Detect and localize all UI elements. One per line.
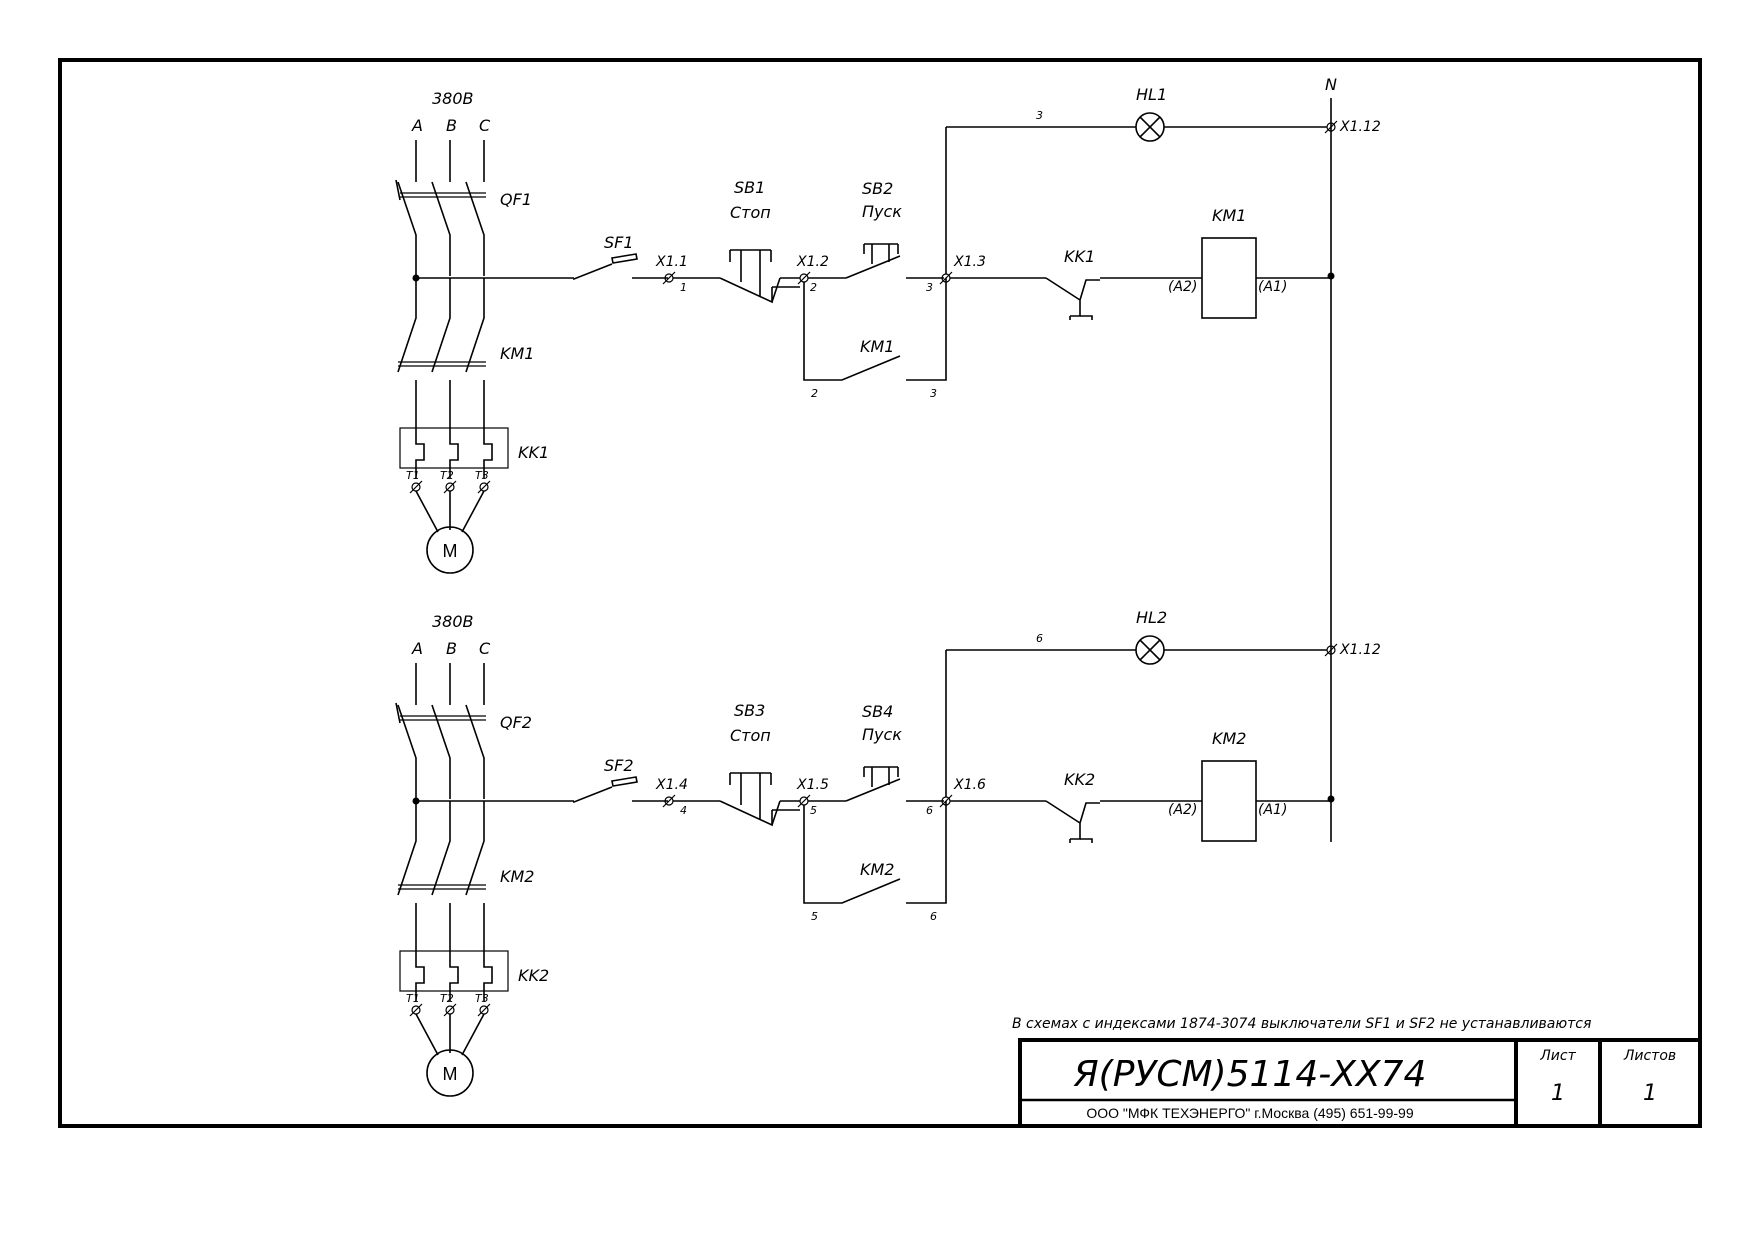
phase-c-label: C — [479, 639, 491, 658]
terminal-t1-label: T1 — [406, 992, 420, 1005]
terminal-t2-label: T2 — [440, 469, 454, 482]
company-text: ООО "МФК ТЕХЭНЕРГО" г.Москва (495) 651-9… — [1086, 1105, 1413, 1121]
stop-button-text: Стоп — [730, 726, 771, 745]
wire-number: 6 — [926, 804, 933, 817]
fuse-label: SF1 — [604, 233, 634, 252]
lamp-label: HL1 — [1136, 85, 1167, 104]
lamp-label: HL2 — [1136, 608, 1167, 627]
wire-number: 3 — [926, 281, 933, 294]
supply-voltage-label: 380В — [432, 89, 474, 108]
sheets-value: 1 — [1643, 1081, 1657, 1106]
phase-c-label: C — [479, 116, 491, 135]
terminal-b-label: X1.2 — [796, 254, 829, 270]
terminal-t3-label: T3 — [475, 992, 489, 1005]
coil-a1-label: (A1) — [1258, 802, 1287, 818]
stop-button-text: Стоп — [730, 203, 771, 222]
wire-number: 5 — [810, 804, 817, 817]
coil-a2-label: (A2) — [1168, 279, 1197, 295]
wire-number: 2 — [810, 281, 817, 294]
sheet-value: 1 — [1551, 1081, 1565, 1106]
neutral-terminal-label: X1.12 — [1339, 119, 1381, 135]
note-text: В схемах с индексами 1874-3074 выключате… — [1012, 1016, 1591, 1032]
terminal-t2-label: T2 — [440, 992, 454, 1005]
coil-a1-label: (A1) — [1258, 279, 1287, 295]
breaker-label: QF2 — [500, 713, 532, 732]
wire-number: 3 — [930, 387, 937, 400]
terminal-a-label: X1.4 — [655, 777, 688, 793]
designation-text: Я(РУСМ)5114-XX74 — [1073, 1054, 1427, 1095]
motor-symbol — [426, 526, 474, 574]
phase-a-label: A — [411, 116, 423, 135]
motor-circuit-1: 380В A B C QF1 KM1 KK1 T1 T2 T3 — [395, 85, 1381, 574]
supply-voltage-label: 380В — [432, 612, 474, 631]
sheet-label: Лист — [1539, 1048, 1576, 1064]
hold-contact-label: KM2 — [860, 860, 894, 879]
thermal-relay-label: KK2 — [518, 966, 549, 985]
fuse-label: SF2 — [604, 756, 634, 775]
coil-a2-label: (A2) — [1168, 802, 1197, 818]
breaker-label: QF1 — [500, 190, 532, 209]
wire-number: 2 — [811, 387, 818, 400]
thermal-relay-label: KK1 — [518, 443, 549, 462]
wire-number: 6 — [930, 910, 937, 923]
wire-number: 3 — [1036, 109, 1043, 122]
hold-contact-label: KM1 — [860, 337, 894, 356]
relay-contact-label: KK1 — [1064, 247, 1095, 266]
coil-label: KM2 — [1212, 729, 1246, 748]
stop-button-label: SB1 — [734, 178, 765, 197]
title-block: Я(РУСМ)5114-XX74 ООО "МФК ТЕХЭНЕРГО" г.М… — [1018, 1038, 1702, 1128]
terminal-b-label: X1.5 — [796, 777, 829, 793]
start-button-label: SB4 — [862, 702, 893, 721]
terminal-t3-label: T3 — [475, 469, 489, 482]
start-button-text: Пуск — [862, 725, 902, 744]
wire-number: 1 — [680, 281, 687, 294]
terminal-c-label: X1.3 — [953, 254, 986, 270]
wire-number: 5 — [811, 910, 818, 923]
motor-label: M — [443, 541, 458, 561]
terminal-t1-label: T1 — [406, 469, 420, 482]
motor-circuit-2: 380В A B C QF2 KM2 KK2 T1 T2 T3 M SF2 — [395, 608, 1381, 1097]
neutral-label: N — [1325, 75, 1337, 94]
wire-number: 4 — [680, 804, 687, 817]
contactor-main-label: KM2 — [500, 867, 534, 886]
motor-symbol — [426, 1049, 474, 1097]
contactor-main-label: KM1 — [500, 344, 534, 363]
wire-number: 6 — [1036, 632, 1043, 645]
start-button-text: Пуск — [862, 202, 902, 221]
neutral-terminal-label: X1.12 — [1339, 642, 1381, 658]
drawing-frame — [58, 58, 1702, 1128]
phase-b-label: B — [446, 116, 457, 135]
relay-contact-label: KK2 — [1064, 770, 1095, 789]
phase-b-label: B — [446, 639, 457, 658]
sheets-label: Листов — [1623, 1048, 1676, 1064]
coil-label: KM1 — [1212, 206, 1246, 225]
stop-button-label: SB3 — [734, 701, 765, 720]
terminal-a-label: X1.1 — [655, 254, 688, 270]
contactor-coil — [1201, 237, 1257, 319]
contactor-coil — [1201, 760, 1257, 842]
start-button-label: SB2 — [862, 179, 893, 198]
terminal-c-label: X1.6 — [953, 777, 986, 793]
phase-a-label: A — [411, 639, 423, 658]
motor-label: M — [443, 1064, 458, 1084]
